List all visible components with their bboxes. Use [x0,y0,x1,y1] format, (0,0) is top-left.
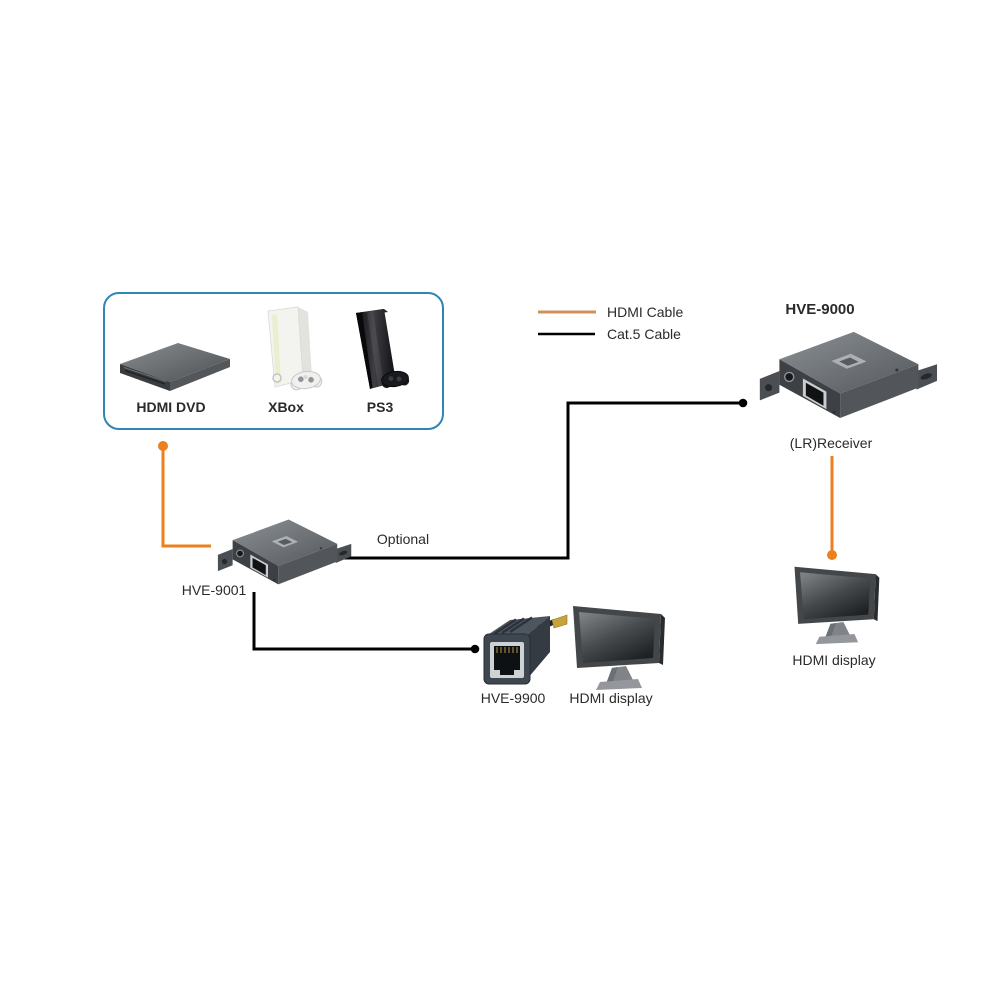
source-devices-box [103,292,444,430]
transmitter-power-jack [236,549,244,558]
legend-hdmi-label: HDMI Cable [607,304,684,320]
hdmi-dvd-label: HDMI DVD [136,399,206,415]
display-right-image [794,566,880,645]
transmitter-label: HVE-9001 [181,582,247,598]
display-right-label: HDMI display [792,652,876,668]
xbox-image [267,306,323,391]
junction-dot-hdmi-display [827,550,837,560]
transmitter-rj45-port [250,554,268,578]
receiver-caption: (LR)Receiver [789,435,873,451]
display-bottom-image [573,606,665,690]
receiver-title: HVE-9000 [785,301,855,318]
junction-dot-cat5-receiver [738,398,748,408]
adapter-rj45-port [490,642,524,678]
display-bottom-screen [579,612,655,663]
adapter-image [483,614,568,685]
junction-dot-hdmi-source [158,441,168,451]
ps3-label: PS3 [366,399,394,415]
xbox-controller [290,370,323,391]
xbox-label: XBox [268,399,304,415]
receiver-image [759,331,938,419]
ps3-controller [381,370,410,389]
receiver-rj45-port [802,378,827,410]
adapter-label: HVE-9900 [480,690,546,706]
optional-label: Optional [376,531,430,547]
wire-hdmi-source-to-transmitter [158,441,211,548]
receiver-power-jack [784,371,795,383]
legend-lines [538,310,596,336]
wire-hdmi-receiver-to-display [827,456,837,560]
ps3-image [356,309,410,389]
legend-cat5-label: Cat.5 Cable [607,326,681,342]
hdmi-dvd-image [120,343,230,391]
display-right-screen [800,572,871,620]
wire-cat5-transmitter-to-adapter [252,592,480,654]
display-bottom-label: HDMI display [569,690,653,706]
transmitter-image [217,519,352,585]
